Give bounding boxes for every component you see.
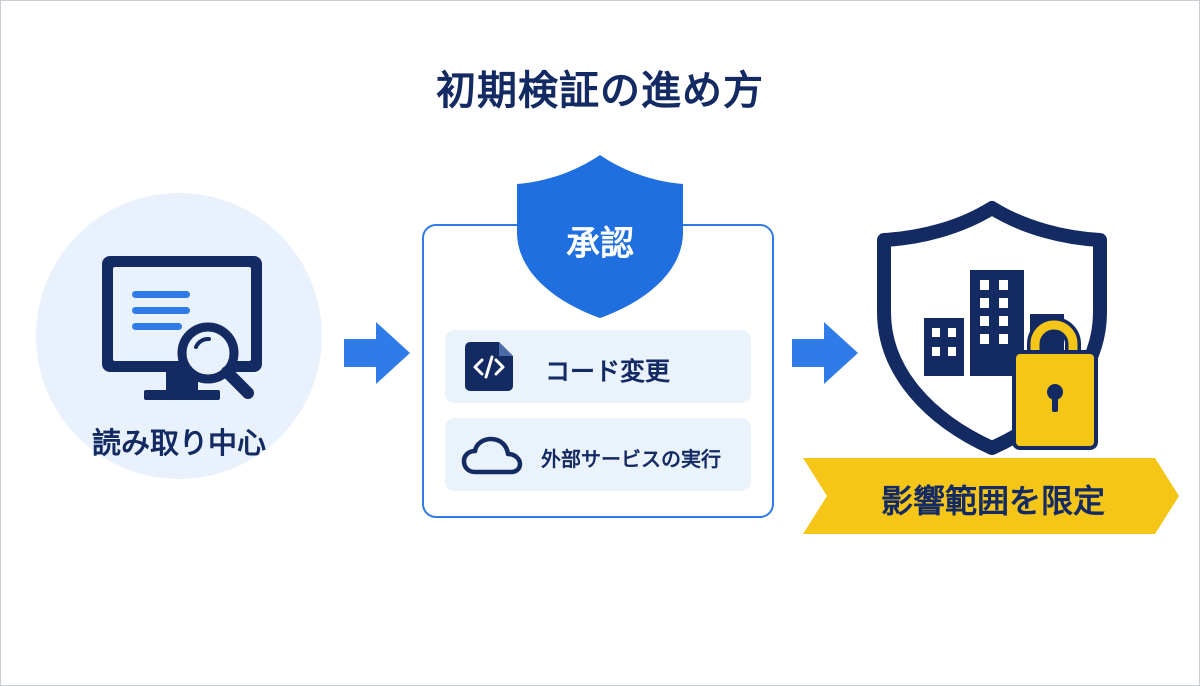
shield-icon xyxy=(517,155,683,318)
read-step-label: 読み取り中心 xyxy=(91,426,266,460)
approve-label: 承認 xyxy=(566,224,634,264)
banner-ribbon xyxy=(803,458,1179,534)
external-service-item: 外部サービスの実行 xyxy=(445,418,751,491)
arrow-right-icon xyxy=(792,322,858,384)
limit-scope-label: 影響範囲を限定 xyxy=(880,482,1105,520)
monitor-magnifier-icon xyxy=(102,256,262,400)
code-file-icon xyxy=(465,342,513,391)
cloud-icon xyxy=(461,436,523,475)
external-service-label: 外部サービスの実行 xyxy=(541,447,721,471)
shield-building-lock-icon xyxy=(877,201,1107,455)
code-change-item: コード変更 xyxy=(445,330,751,403)
arrow-right-icon xyxy=(344,322,410,384)
code-change-label: コード変更 xyxy=(545,357,671,386)
page-title: 初期検証の進め方 xyxy=(436,68,764,114)
